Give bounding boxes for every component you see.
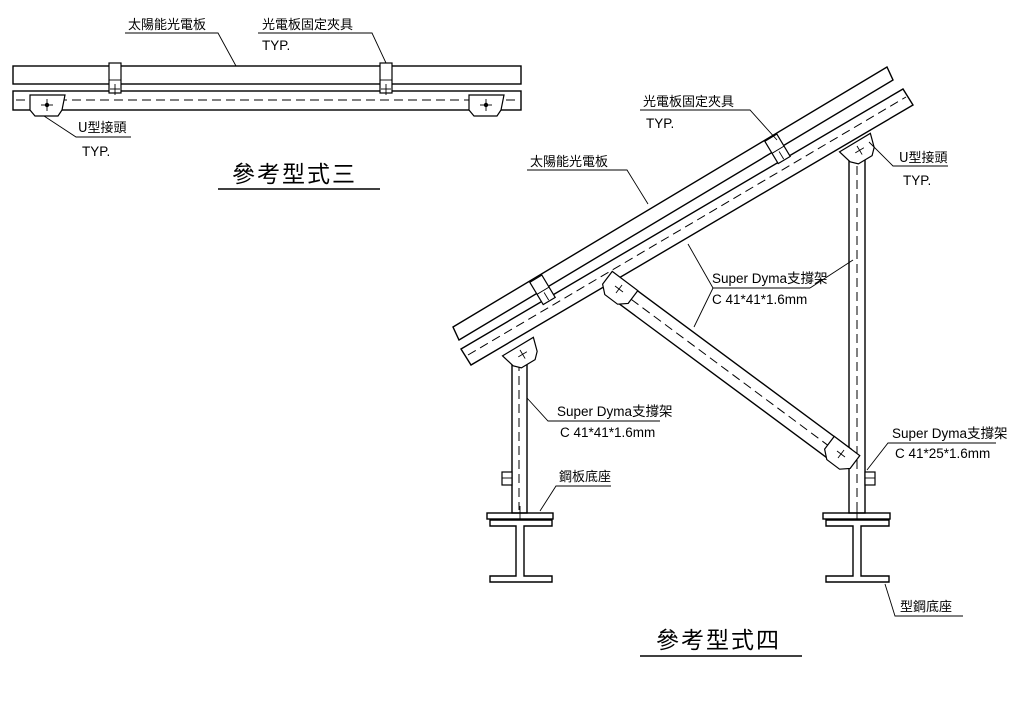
view4-rear-bracket — [864, 471, 876, 486]
view3-title: 參考型式三 — [232, 162, 357, 188]
view4-brace-label: Super Dyma支撐架 — [712, 271, 828, 286]
view4-clamp-leader — [640, 109, 778, 141]
view3-ujoint-label: U型接頭 — [78, 120, 127, 136]
view4-brace-leader-to-post — [809, 259, 854, 289]
view4-clamp-label: 光電板固定夾具 — [643, 95, 734, 110]
view4-ujoint-label: U型接頭 — [899, 150, 948, 166]
view3-clamp-leader — [258, 32, 387, 64]
view4-clamp-lower — [528, 274, 557, 306]
view-4: 光電板固定夾具 TYP. 太陽能光電板 U型接頭 TYP. Super Dyma… — [452, 65, 1008, 657]
view-3: 太陽能光電板 光電板固定夾具 TYP. U型接頭 TYP. 參考型式三 — [12, 18, 522, 190]
view4-rear-post-label: Super Dyma支撐架 — [892, 426, 1008, 441]
view4-steel-base-leader — [884, 583, 963, 617]
view3-solar-panel — [12, 65, 522, 85]
view3-panel-label: 太陽能光電板 — [128, 18, 206, 33]
view4-plate-base-leader — [539, 485, 611, 512]
view3-clamp-right — [379, 62, 393, 95]
view4-brace-leader-to-brace — [693, 287, 714, 328]
view4-rail-hidden-line — [467, 96, 907, 356]
view4-rear-post-leader — [866, 442, 996, 471]
view4-ujoint-rear-top — [838, 132, 875, 165]
view4-ujoint-leader — [868, 141, 948, 167]
view4-clamp-upper — [763, 133, 792, 165]
view4-clamp-typ: TYP. — [646, 116, 674, 131]
view3-ujoint-right — [468, 94, 505, 117]
view3-ujoint-typ: TYP. — [82, 144, 110, 159]
view4-front-post-leader — [526, 397, 660, 422]
view4-front-post-size: C 41*41*1.6mm — [560, 425, 655, 440]
view4-front-post-label: Super Dyma支撐架 — [557, 404, 673, 419]
view4-rear-post-size: C 41*25*1.6mm — [895, 446, 990, 461]
view3-clamp-left — [108, 62, 122, 95]
view3-clamp-typ: TYP. — [262, 38, 290, 53]
view4-brace-size: C 41*41*1.6mm — [712, 292, 807, 307]
view4-solar-panel — [452, 65, 894, 342]
view4-rear-base — [822, 506, 891, 583]
view4-front-base — [486, 506, 554, 583]
view4-title: 參考型式四 — [656, 628, 781, 654]
view4-panel-label: 太陽能光電板 — [530, 155, 608, 170]
view3-clamp-label: 光電板固定夾具 — [262, 18, 353, 33]
view4-front-bracket — [501, 471, 513, 486]
view3-ujoint-left — [29, 94, 66, 117]
view4-plate-base-label: 鋼板底座 — [559, 469, 611, 485]
view4-steel-base-label: 型鋼底座 — [900, 599, 952, 615]
view4-ujoint-front-top — [501, 336, 538, 369]
view4-brace-leader-to-rail — [687, 243, 714, 289]
view3-ujoint-leader — [43, 115, 131, 138]
view4-panel-leader — [527, 169, 649, 205]
view4-ujoint-typ: TYP. — [903, 173, 931, 188]
view3-panel-leader — [125, 32, 237, 67]
view4-rail — [460, 88, 914, 366]
view3-rail — [12, 90, 522, 111]
view4-front-post — [511, 355, 528, 514]
view4-ujoint-brace-top — [601, 270, 639, 305]
view4-ujoint-brace-bottom — [823, 435, 861, 470]
